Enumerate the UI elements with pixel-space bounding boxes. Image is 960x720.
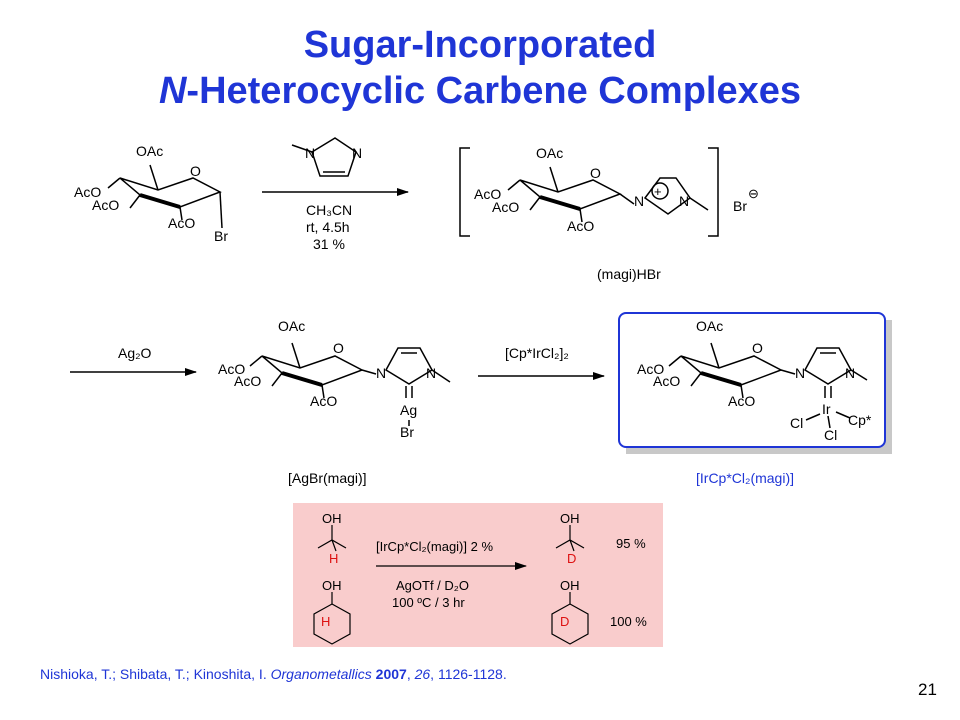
bracket-right xyxy=(708,147,719,237)
ir-label: Ir xyxy=(822,401,831,417)
plus-charge: + xyxy=(654,184,662,199)
aco-label-2c: AcO xyxy=(567,218,594,234)
citation: Nishioka, T.; Shibata, T.; Kinoshita, I.… xyxy=(40,666,507,682)
oh-label-c: OH xyxy=(322,578,342,593)
d-label-a: D xyxy=(567,551,576,566)
oac-label-4: OAc xyxy=(696,318,723,334)
ring-o-label-4: O xyxy=(752,340,763,356)
oac-label-3: OAc xyxy=(278,318,305,334)
cl-label-b: Cl xyxy=(824,427,837,443)
aco-label-3b: AcO xyxy=(234,373,261,389)
agbr-magi-label: [AgBr(magi)] xyxy=(288,470,367,486)
aco-label-4a: AcO xyxy=(637,361,664,377)
deuterated-cyclohexanol-structure xyxy=(551,592,589,645)
ircp-magi-label: [IrCp*Cl₂(magi)] xyxy=(696,470,794,486)
aco-label-3a: AcO xyxy=(218,361,245,377)
n-label-imid-a: N xyxy=(305,145,315,161)
solvent-label: AgOTf / D₂O xyxy=(396,578,469,593)
n-label-ir-b: N xyxy=(845,365,855,381)
citation-journal: Organometallics xyxy=(270,666,372,682)
oac-label-1: OAc xyxy=(136,143,163,159)
cl-label-a: Cl xyxy=(790,415,803,431)
catalysis-panel xyxy=(293,503,663,647)
reagent-ag2o: Ag₂O xyxy=(118,345,152,361)
citation-year: 2007 xyxy=(375,666,407,682)
h-label-b: H xyxy=(321,614,330,629)
bracket-left xyxy=(459,147,470,237)
aco-label-1c: AcO xyxy=(168,215,195,231)
n-label-imidazolium-a: N xyxy=(634,193,644,209)
aco-label-2a: AcO xyxy=(474,186,501,202)
title-italic-n: N xyxy=(158,70,187,112)
citation-volume: 26 xyxy=(414,666,431,682)
aco-label-2b: AcO xyxy=(492,199,519,215)
iridium-complex-structure xyxy=(668,342,868,429)
bromide-counterion: Br xyxy=(733,198,747,214)
imidazolium-salt-structure xyxy=(507,166,709,223)
oac-label-2: OAc xyxy=(536,145,563,161)
magi-hbr-label: (magi)HBr xyxy=(597,266,661,282)
h-label-a: H xyxy=(329,551,338,566)
n-label-silver-a: N xyxy=(376,365,386,381)
oh-label-b: OH xyxy=(560,511,580,526)
ring-o-label-2: O xyxy=(590,165,601,181)
conditions-yield: 31 % xyxy=(313,236,345,252)
aco-label-1b: AcO xyxy=(92,197,119,213)
oh-label-d: OH xyxy=(560,578,580,593)
yield-95: 95 % xyxy=(616,536,646,551)
aco-label-3c: AcO xyxy=(310,393,337,409)
yield-100: 100 % xyxy=(610,614,647,629)
title-line-2: N-Heterocyclic Carbene Complexes xyxy=(0,68,960,114)
n-label-imidazolium-b: N xyxy=(679,193,689,209)
silver-carbene-structure xyxy=(249,342,451,426)
title-line-1: Sugar-Incorporated xyxy=(303,24,657,66)
cp-star-label: Cp* xyxy=(848,412,872,428)
br-label-silver: Br xyxy=(400,424,414,440)
ring-o-label-3: O xyxy=(333,340,344,356)
aco-label-4c: AcO xyxy=(728,393,755,409)
conditions-rt: rt, 4.5h xyxy=(306,219,350,235)
citation-pages: , 1126-1128. xyxy=(430,666,507,682)
citation-authors: Nishioka, T.; Shibata, T.; Kinoshita, I. xyxy=(40,666,267,682)
ag-label: Ag xyxy=(400,402,417,418)
page-number: 21 xyxy=(918,680,937,699)
title-line-2-rest: -Heterocyclic Carbene Complexes xyxy=(186,70,802,112)
ring-o-label-1: O xyxy=(190,163,201,179)
minus-charge: ⊖ xyxy=(748,186,759,201)
temperature-label: 100 ºC / 3 hr xyxy=(392,595,465,610)
n-label-ir-a: N xyxy=(795,365,805,381)
aco-label-1a: AcO xyxy=(74,184,101,200)
n-label-imid-b: N xyxy=(352,145,362,161)
deuterated-isopropanol-structure xyxy=(555,525,585,552)
reagent-ch3cn: CH₃CN xyxy=(306,202,352,218)
isopropanol-structure xyxy=(317,525,347,552)
slide-title: Sugar-Incorporated N-Heterocyclic Carben… xyxy=(0,22,960,114)
n-label-silver-b: N xyxy=(426,365,436,381)
br-label-1: Br xyxy=(214,228,228,244)
aco-label-4b: AcO xyxy=(653,373,680,389)
catalyst-label: [IrCp*Cl₂(magi)] 2 % xyxy=(376,539,493,554)
methylimidazole-structure xyxy=(291,137,357,177)
glucosyl-bromide-structure xyxy=(107,164,223,229)
oh-label-a: OH xyxy=(322,511,342,526)
iridium-complex-frame xyxy=(618,312,886,448)
d-label-b: D xyxy=(560,614,569,629)
reagent-cp-ir: [Cp*IrCl₂]₂ xyxy=(505,345,569,361)
cyclohexanol-structure xyxy=(313,592,351,645)
